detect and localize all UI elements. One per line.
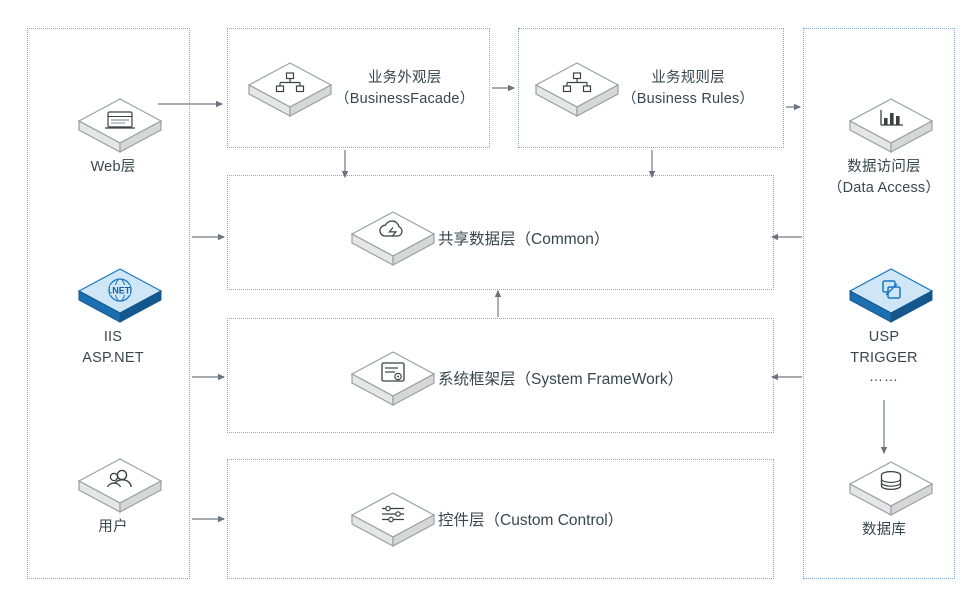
node-usp-trigger-label-2: TRIGGER	[850, 350, 918, 367]
node-business-rules[interactable]: 业务规则层 （Business Rules）	[532, 58, 780, 120]
node-iis-aspnet[interactable]: .NET IIS ASP.NET	[58, 265, 168, 369]
node-user[interactable]: 用户	[58, 455, 168, 538]
node-business-facade-label-cn: 业务外观层	[367, 69, 442, 86]
zone-custom-control	[227, 459, 774, 579]
zone-business-rules	[518, 28, 784, 148]
node-data-access-label-en: （Data Access）	[827, 180, 941, 197]
hierarchy-icon	[532, 59, 620, 119]
node-web-layer[interactable]: Web层	[58, 95, 168, 178]
node-business-rules-label-cn: 业务规则层	[651, 69, 725, 86]
node-business-facade-labels: 业务外观层 （BusinessFacade）	[335, 68, 474, 110]
node-database[interactable]: 数据库	[824, 458, 944, 541]
database-icon	[846, 458, 934, 518]
node-iis-label-1: IIS	[103, 329, 123, 345]
svg-text:.NET: .NET	[110, 286, 131, 296]
zone-left-clients	[27, 28, 190, 579]
sliders-icon	[348, 489, 436, 549]
node-custom-control-layer[interactable]: 控件层（Custom Control）	[348, 488, 748, 550]
node-framework-layer-label: 系统框架层（System FrameWork）	[438, 371, 684, 388]
node-usp-trigger-ellipsis: ……	[869, 368, 899, 385]
cloud-icon	[348, 208, 436, 268]
node-data-access-label-cn: 数据访问层	[847, 159, 921, 175]
node-data-access[interactable]: 数据访问层 （Data Access）	[824, 95, 944, 199]
node-usp-trigger-label-1: USP	[868, 329, 900, 345]
node-database-label: 数据库	[861, 522, 907, 538]
zone-business-facade	[227, 28, 490, 148]
zone-right-data	[803, 28, 955, 579]
user-icon	[75, 455, 163, 515]
node-business-facade[interactable]: 业务外观层 （BusinessFacade）	[245, 58, 485, 120]
node-business-rules-labels: 业务规则层 （Business Rules）	[622, 68, 754, 110]
node-business-rules-label-en: （Business Rules）	[622, 91, 755, 107]
node-common-layer[interactable]: 共享数据层（Common）	[348, 207, 748, 269]
zone-common	[227, 175, 774, 290]
usp-icon	[846, 265, 934, 325]
node-framework-layer[interactable]: 系统框架层（System FrameWork）	[348, 347, 768, 409]
node-iis-label-2: ASP.NET	[82, 350, 144, 367]
node-common-layer-label: 共享数据层（Common）	[438, 231, 610, 248]
bar-chart-icon	[846, 95, 934, 155]
hierarchy-icon	[245, 59, 333, 119]
window-icon	[348, 348, 436, 408]
node-web-layer-label: Web层	[90, 159, 136, 175]
node-user-label: 用户	[98, 519, 128, 535]
node-business-facade-label-en: （BusinessFacade）	[335, 91, 475, 107]
node-usp-trigger[interactable]: USP TRIGGER ……	[824, 265, 944, 384]
node-custom-control-layer-label: 控件层（Custom Control）	[438, 512, 624, 529]
browser-icon	[75, 95, 163, 155]
dotnet-globe-icon: .NET	[75, 265, 163, 325]
